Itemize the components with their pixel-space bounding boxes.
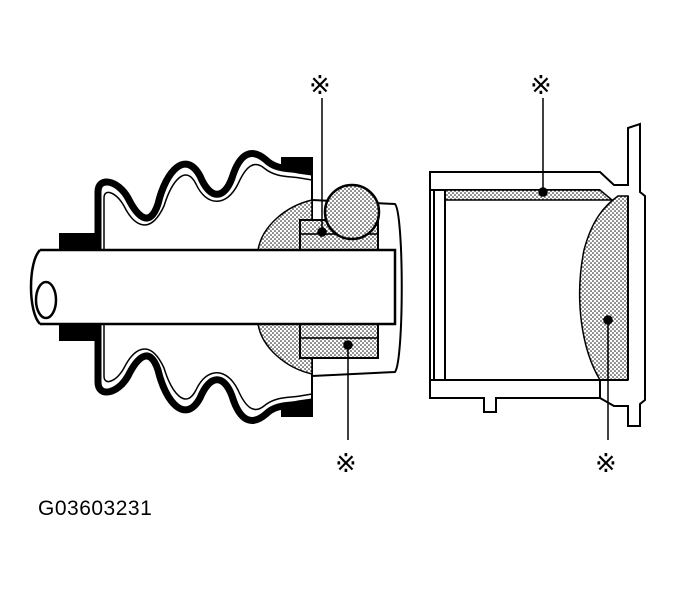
housing-cavity-grease-fill xyxy=(578,195,629,381)
callout-mark-top-right: ※ xyxy=(530,71,552,101)
boot-clamp-lower xyxy=(59,323,101,341)
housing-wall-grease-band xyxy=(444,189,615,201)
boot-lower-inner xyxy=(103,324,313,411)
boot-upper-inner xyxy=(103,163,313,250)
grease-hub-lower xyxy=(257,323,313,375)
grease-hub xyxy=(257,199,313,251)
bearing-block-lower xyxy=(299,323,379,359)
boot-lower xyxy=(94,324,313,424)
left-assembly xyxy=(29,150,403,424)
callout-mark-bottom-right: ※ xyxy=(595,449,617,479)
boot-end-clamp-lower xyxy=(281,403,313,417)
right-housing xyxy=(429,122,646,427)
callout-mark-bottom-left: ※ xyxy=(335,449,357,479)
joint-ball xyxy=(323,183,381,241)
boot-upper xyxy=(94,150,313,250)
boot-clamp-upper xyxy=(59,233,101,251)
callout-mark-top-left: ※ xyxy=(309,71,331,101)
shaft-end xyxy=(34,280,58,320)
boot-end-clamp-upper xyxy=(281,157,313,171)
figure-code: G03603231 xyxy=(38,497,153,520)
joint-cup xyxy=(311,199,403,377)
drive-shaft xyxy=(40,248,397,326)
callout-leaders xyxy=(317,98,613,440)
